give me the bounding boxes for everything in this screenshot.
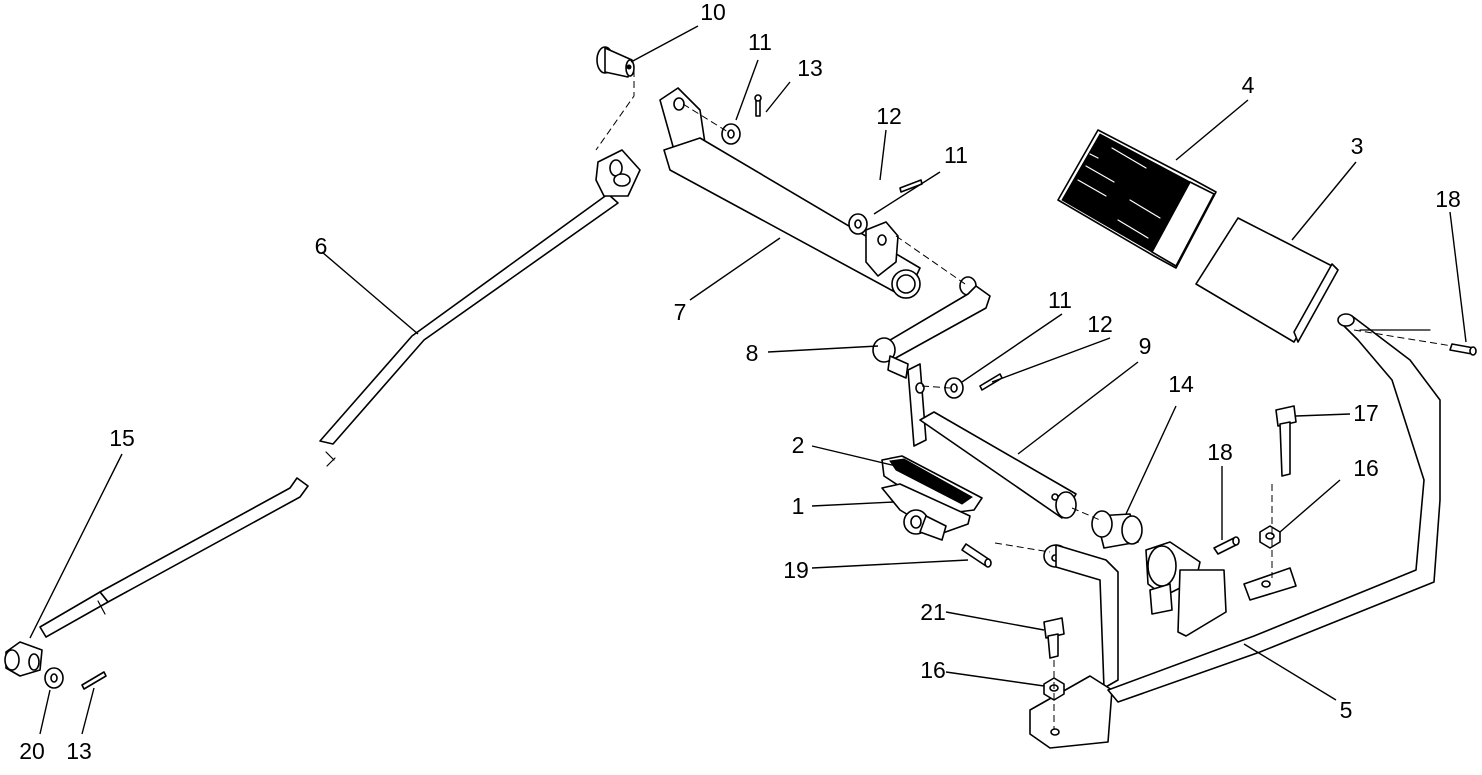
part-12-cotter-pin-lower xyxy=(979,373,1003,391)
part-19-roll-pin xyxy=(961,543,992,568)
part-3-plate xyxy=(1195,217,1339,343)
callout-20: 20 xyxy=(19,738,45,764)
callout-13-lower: 13 xyxy=(66,738,92,764)
callout-2: 2 xyxy=(792,432,805,458)
callout-15: 15 xyxy=(109,425,135,451)
callout-12-lower: 12 xyxy=(1087,311,1113,337)
part-13-cotter-pin-upper xyxy=(754,94,762,117)
part-11-washer-middle xyxy=(848,213,868,235)
part-18-pin-upper xyxy=(1449,343,1477,356)
callout-19: 19 xyxy=(783,557,809,583)
callout-6: 6 xyxy=(315,233,328,259)
callout-11-lower: 11 xyxy=(1048,287,1072,313)
part-10-clevis-pin xyxy=(596,46,635,78)
part-15-rod-end xyxy=(4,641,43,677)
callout-10: 10 xyxy=(700,0,726,25)
callout-8: 8 xyxy=(746,340,759,366)
part-17-bolt xyxy=(1275,405,1297,477)
callout-16-lower: 16 xyxy=(920,657,946,683)
callout-5: 5 xyxy=(1340,697,1353,723)
callout-18-lower: 18 xyxy=(1207,439,1233,465)
part-5-frame xyxy=(1029,313,1441,749)
callout-14: 14 xyxy=(1168,371,1194,397)
part-2-pedal-pad xyxy=(881,455,983,515)
callout-16-upper: 16 xyxy=(1353,455,1379,481)
part-8-crank-arm xyxy=(872,276,991,379)
callout-21: 21 xyxy=(920,599,946,625)
part-20-washer xyxy=(44,667,64,689)
part-6-control-rod xyxy=(39,193,619,638)
callout-17: 17 xyxy=(1353,400,1379,426)
callout-7: 7 xyxy=(674,299,687,325)
callout-12-upper: 12 xyxy=(876,103,902,129)
callout-4: 4 xyxy=(1242,72,1255,98)
part-14-bushing xyxy=(1091,510,1143,549)
callout-3: 3 xyxy=(1351,133,1364,159)
part-18-pin-lower xyxy=(1213,536,1240,555)
part-13-cotter-pin-lower xyxy=(81,671,107,690)
callout-11-middle: 11 xyxy=(944,142,968,168)
callout-1: 1 xyxy=(792,493,805,519)
part-21-bolt xyxy=(1043,617,1065,659)
part-16-nut-upper xyxy=(1259,525,1281,549)
leader-lines xyxy=(29,25,1467,735)
part-4-pad xyxy=(1057,129,1217,269)
part-7-cross-shaft xyxy=(659,87,921,299)
part-1-pedal-arm xyxy=(881,483,971,541)
callout-18-upper: 18 xyxy=(1435,186,1461,212)
part-11-washer-upper xyxy=(721,123,741,145)
callout-labels: 10 11 13 12 11 4 3 18 6 7 8 11 12 9 14 1… xyxy=(19,0,1461,764)
callout-13-upper: 13 xyxy=(797,55,823,81)
callout-9: 9 xyxy=(1139,333,1152,359)
callout-11-upper: 11 xyxy=(748,29,772,55)
rod-clevis xyxy=(595,149,641,197)
part-9-pedal-shaft xyxy=(907,363,1077,519)
assembly-dash-lines xyxy=(595,70,1453,730)
